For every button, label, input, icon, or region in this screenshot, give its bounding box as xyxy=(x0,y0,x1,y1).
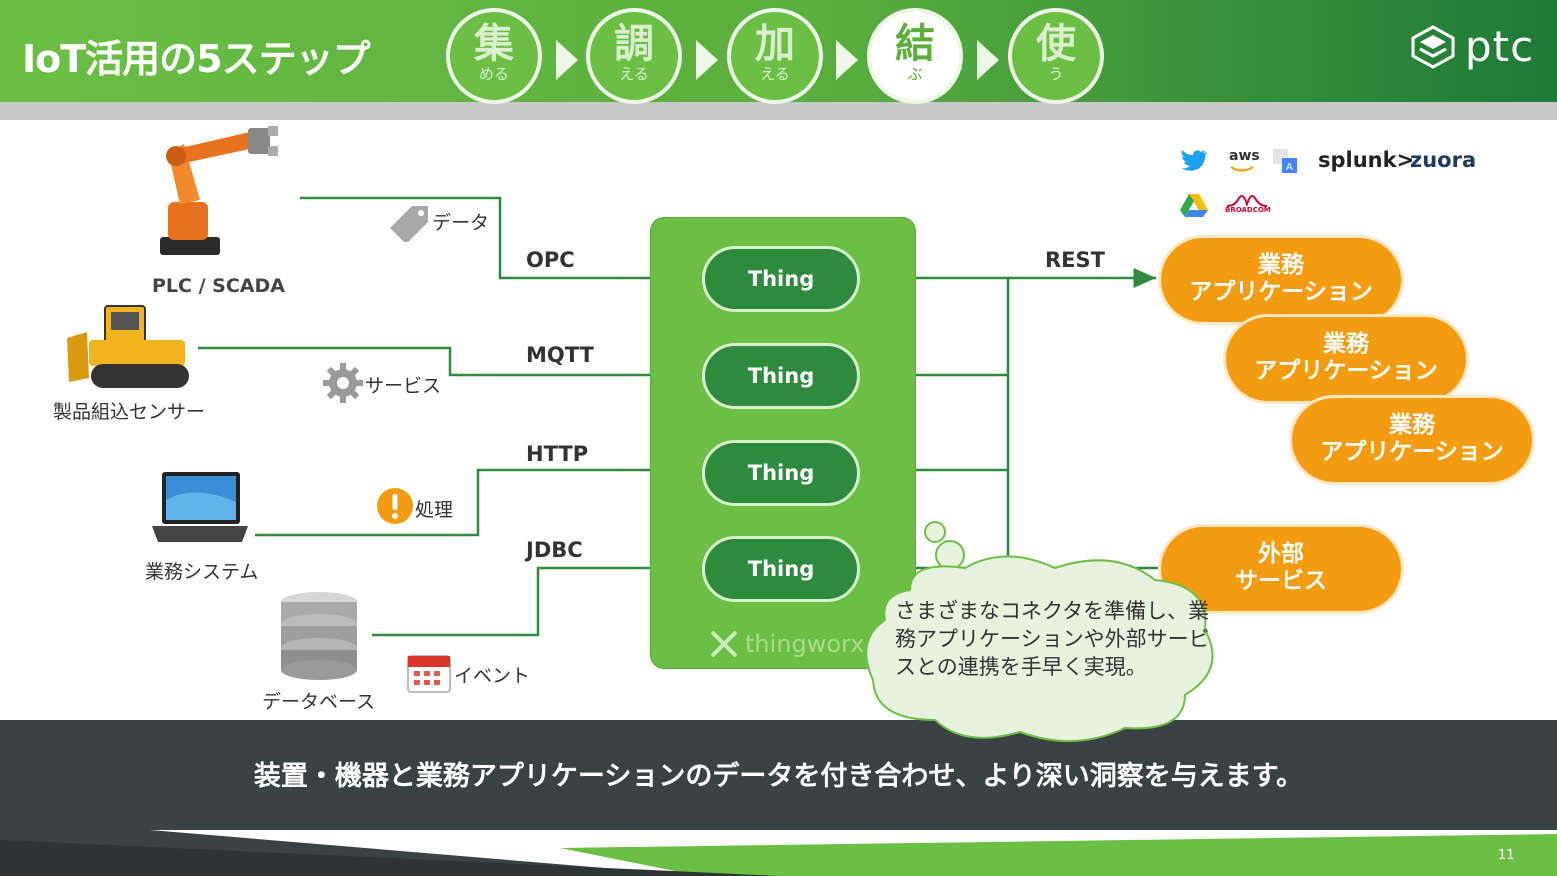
business-app-node: 業務 アプリケーション xyxy=(1158,235,1404,325)
alert-icon xyxy=(377,488,413,524)
step-kanji: 調 xyxy=(614,21,654,67)
protocol-http: HTTP xyxy=(526,442,589,466)
step-sub: える xyxy=(619,65,649,83)
step-kanji: 加 xyxy=(755,21,795,67)
svg-text:A: A xyxy=(1286,162,1293,173)
page-number: 11 xyxy=(1498,848,1515,863)
thing-node: Thing xyxy=(702,440,860,506)
source-label-plc: PLC / SCADA xyxy=(152,275,285,297)
tag-event-label: イベント xyxy=(454,665,531,687)
footer-message: 装置・機器と業務アプリケーションのデータを付き合わせ、より深い洞察を与えます。 xyxy=(253,761,1304,792)
protocol-rest: REST xyxy=(1045,248,1105,272)
tag-data-label: データ xyxy=(432,212,490,234)
splunk-logo: splunk> xyxy=(1318,148,1415,172)
step-kanji: 結 xyxy=(895,21,935,67)
zuora-logo: zuora xyxy=(1410,148,1477,172)
step-kanji: 集 xyxy=(474,21,514,67)
step-arrow xyxy=(836,40,858,80)
step-sub: める xyxy=(478,65,509,83)
step-sub: ぶ xyxy=(907,65,923,83)
callout-cloud xyxy=(865,521,1214,743)
thing-node: Thing xyxy=(702,343,860,409)
footer-bar xyxy=(0,720,1557,830)
gear-icon xyxy=(323,363,363,403)
business-app-node: 業務 アプリケーション xyxy=(1289,395,1535,485)
business-app-node: 業務 アプリケーション xyxy=(1223,314,1469,404)
external-line2: サービス xyxy=(1235,568,1327,594)
broadcom-logo: BROADCOM xyxy=(1225,206,1271,214)
app-line2: アプリケーション xyxy=(1320,439,1504,465)
step-3: 加 える xyxy=(727,8,823,104)
app-line1: 業務 xyxy=(1258,252,1304,278)
thing-node: Thing xyxy=(702,246,860,312)
footer-accent xyxy=(0,826,1557,876)
callout-text: さまざまなコネクタを準備し、業務アプリケーションや外部サービスとの連携を手早く実… xyxy=(895,599,1210,679)
google-translate-icon: A xyxy=(1273,149,1297,173)
step-sub: う xyxy=(1048,65,1064,83)
step-4-active: 結 ぶ xyxy=(867,8,963,104)
step-arrow xyxy=(977,40,999,80)
app-line1: 業務 xyxy=(1323,331,1369,357)
bulldozer-icon xyxy=(67,305,189,388)
step-arrow xyxy=(556,40,578,80)
thing-node: Thing xyxy=(702,536,860,602)
step-2: 調 える xyxy=(586,8,682,104)
protocol-jdbc: JDBC xyxy=(526,538,583,562)
slide-title: IoT活用の5ステップ xyxy=(22,37,371,81)
source-label-database: データベース xyxy=(262,691,376,713)
source-label-business-system: 業務システム xyxy=(145,561,259,583)
twitter-icon xyxy=(1181,150,1207,171)
thingworx-logo-text: thingworx xyxy=(745,630,865,658)
ptc-logo-text: ptc xyxy=(1465,22,1535,71)
step-5: 使 う xyxy=(1008,8,1104,104)
aws-logo: aws xyxy=(1229,148,1260,164)
header-divider xyxy=(0,102,1557,120)
step-1: 集 める xyxy=(446,8,542,104)
robot-arm-icon xyxy=(160,126,278,255)
external-line1: 外部 xyxy=(1258,541,1304,567)
google-drive-icon xyxy=(1180,194,1208,217)
app-line2: アプリケーション xyxy=(1254,358,1438,384)
database-icon xyxy=(281,592,357,680)
laptop-icon xyxy=(152,472,248,542)
aws-smile-icon xyxy=(1230,166,1254,172)
step-sub: える xyxy=(760,65,790,83)
tag-process-label: 処理 xyxy=(415,499,454,521)
protocol-opc: OPC xyxy=(526,248,575,272)
calendar-icon xyxy=(407,655,451,693)
source-label-sensor: 製品組込センサー xyxy=(53,401,206,423)
app-line2: アプリケーション xyxy=(1189,279,1373,305)
step-kanji: 使 xyxy=(1036,21,1076,67)
thingworx-logo-icon xyxy=(710,630,738,658)
step-arrow xyxy=(696,40,718,80)
tag-icon xyxy=(390,206,428,242)
protocol-mqtt: MQTT xyxy=(526,343,594,367)
broadcom-icon xyxy=(1226,195,1268,208)
app-line1: 業務 xyxy=(1389,412,1435,438)
tag-service-label: サービス xyxy=(365,375,442,397)
ptc-logo-icon xyxy=(1411,25,1455,69)
